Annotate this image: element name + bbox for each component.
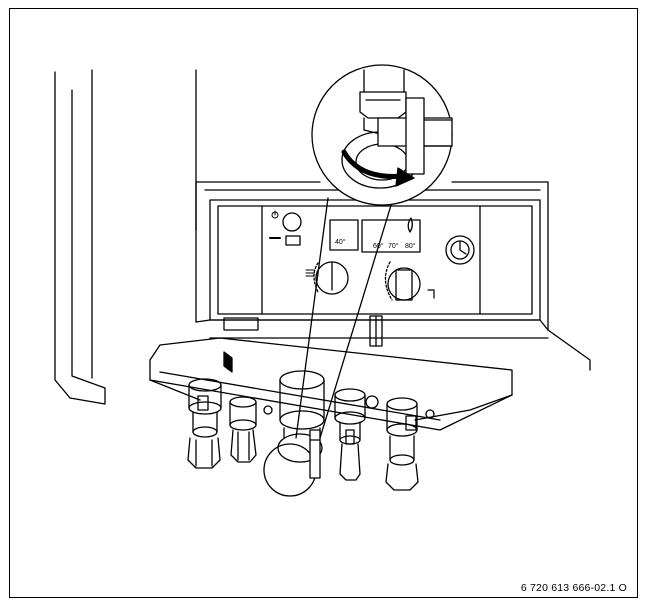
pipe-gas bbox=[263, 370, 325, 497]
mounting-clip bbox=[223, 351, 233, 373]
dial-label-40: 40° bbox=[335, 238, 346, 246]
magnified-detail bbox=[311, 64, 453, 206]
pipe-return-heating bbox=[385, 397, 419, 491]
control-panel: 40° 60° 70° 80° bbox=[195, 199, 549, 347]
pipe-connections bbox=[187, 351, 435, 497]
heating-dial bbox=[305, 261, 349, 295]
pipe-flow-heating bbox=[187, 378, 222, 469]
pipe-cold-water bbox=[334, 388, 366, 481]
dial-label-80: 80° bbox=[405, 242, 416, 250]
magnifier-leader-lines bbox=[295, 197, 393, 439]
bottom-mounting-rail bbox=[149, 337, 513, 431]
power-button bbox=[269, 210, 302, 246]
figure-frame bbox=[9, 8, 638, 598]
drain-valve bbox=[365, 395, 379, 409]
hot-water-dial bbox=[384, 261, 435, 301]
display-window: 40° 60° 70° 80° bbox=[329, 219, 421, 253]
pipe-hot-water bbox=[229, 396, 257, 463]
flame-icon bbox=[407, 217, 413, 233]
bolt bbox=[425, 409, 435, 419]
pressure-gauge bbox=[445, 235, 475, 265]
bolt bbox=[263, 405, 273, 415]
dial-label-70: 70° bbox=[388, 242, 399, 250]
figure-id: 6 720 613 666-02.1 O bbox=[520, 582, 627, 594]
